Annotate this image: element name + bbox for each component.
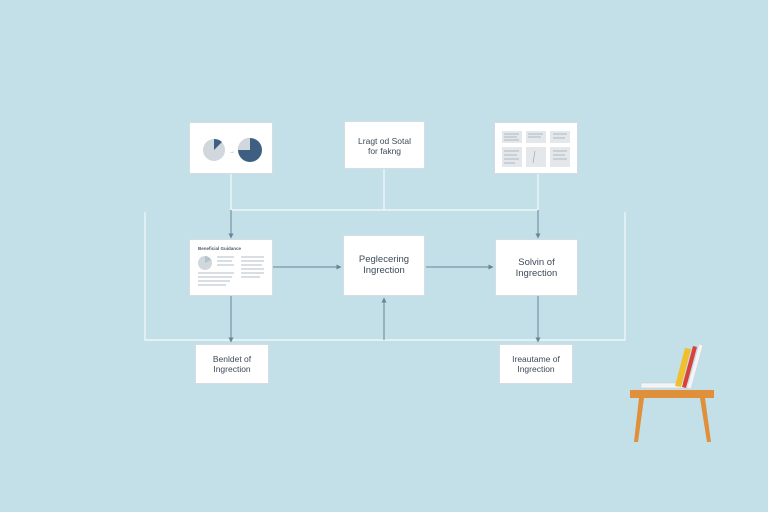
left-document-node: Beneficial Guidance: [189, 239, 273, 296]
arrows: [228, 210, 541, 343]
bottom-right-label: Ireautame of Ingrection: [512, 354, 560, 375]
center-node: Peglecering Ingrection: [343, 235, 425, 296]
outer-loop-line: [144, 212, 626, 341]
center-label: Peglecering Ingrection: [358, 254, 410, 277]
bottom-right-node: Ireautame of Ingrection: [499, 344, 573, 384]
document-thumbnails-icon: [502, 131, 570, 167]
pie-chart-icon: →: [203, 138, 262, 162]
pie-charts-node: →: [189, 122, 273, 174]
right-node: Solvin of Ingrection: [495, 239, 578, 296]
pie-arrow-text: →: [229, 149, 235, 155]
report-document-icon: [198, 256, 264, 286]
right-label: Solvin of Ingrection: [515, 257, 558, 280]
connector-lines: [144, 169, 626, 341]
top-center-node: Lragt od Sotal for fakng: [344, 121, 425, 169]
desk-with-books-icon: [630, 343, 714, 442]
left-document-title: Beneficial Guidance: [198, 246, 242, 251]
books: [675, 343, 704, 390]
top-right-node: [494, 122, 578, 174]
top-center-label: Lragt od Sotal for fakng: [358, 136, 411, 157]
bottom-left-label: Benldet of Ingrection: [212, 354, 252, 375]
bottom-left-node: Benldet of Ingrection: [195, 344, 269, 384]
